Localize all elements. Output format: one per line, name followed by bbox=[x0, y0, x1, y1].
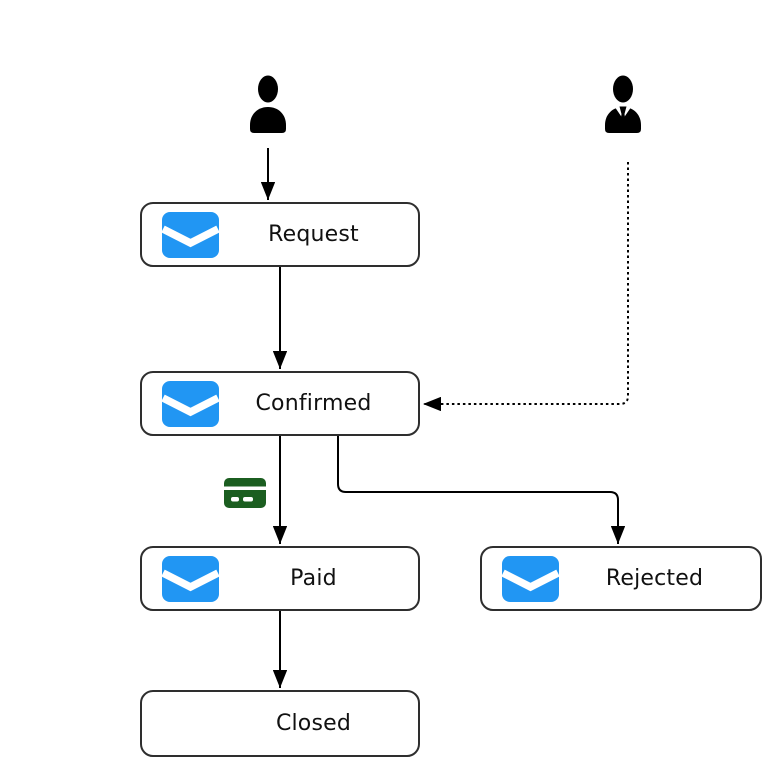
envelope-icon bbox=[162, 555, 219, 602]
person-tie-icon bbox=[605, 75, 641, 133]
envelope-icon bbox=[502, 555, 559, 602]
node-label-request: Request bbox=[268, 222, 359, 247]
node-label-confirmed: Confirmed bbox=[255, 391, 372, 416]
envelope-icon bbox=[162, 211, 219, 258]
credit-card-icon bbox=[224, 478, 266, 508]
node-label-paid: Paid bbox=[290, 566, 337, 591]
node-request: Request bbox=[140, 202, 420, 267]
empty-icon-slot bbox=[162, 701, 219, 747]
node-paid: Paid bbox=[140, 546, 420, 611]
node-rejected: Rejected bbox=[480, 546, 762, 611]
node-label-rejected: Rejected bbox=[605, 566, 704, 591]
envelope-icon bbox=[162, 380, 219, 427]
node-label-closed: Closed bbox=[275, 711, 352, 736]
node-closed: Closed bbox=[140, 690, 420, 757]
node-confirmed: Confirmed bbox=[140, 371, 420, 436]
edge-confirmed-to-rejected bbox=[337, 436, 626, 544]
person-icon bbox=[250, 75, 286, 133]
edge-manager-to-confirmed bbox=[423, 162, 629, 412]
